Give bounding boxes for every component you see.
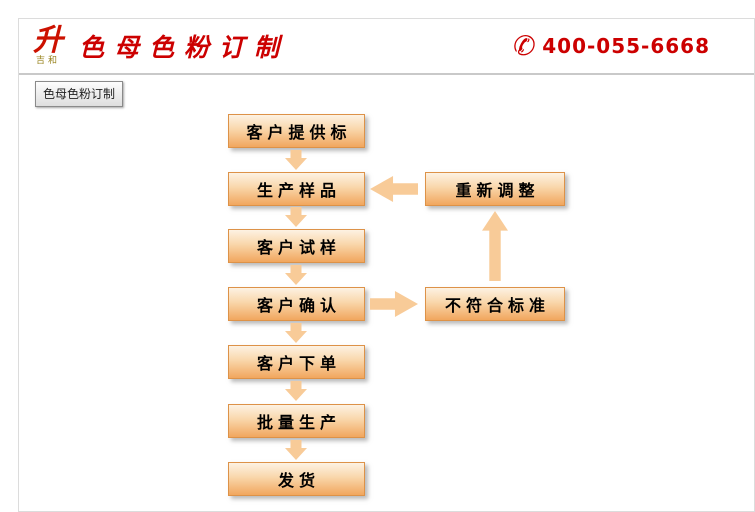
flow-step-customer-provides-standard: 客户提供标 xyxy=(228,114,365,148)
flow-step-customer-order: 客户下单 xyxy=(228,345,365,379)
flow-step-produce-sample: 生产样品 xyxy=(228,172,365,206)
company-logo[interactable]: 升 吉和 xyxy=(33,26,63,66)
flow-step-not-meet-standard: 不符合标准 xyxy=(425,287,565,321)
flow-step-customer-confirm: 客户确认 xyxy=(228,287,365,321)
phone-number: 400-055-6668 xyxy=(542,34,710,58)
contact-phone: ✆ 400-055-6668 xyxy=(510,30,710,62)
logo-subtext: 吉和 xyxy=(35,56,60,66)
flow-step-mass-production: 批量生产 xyxy=(228,404,365,438)
image-tooltip: 色母色粉订制 xyxy=(35,81,124,107)
flow-step-readjust: 重新调整 xyxy=(425,172,565,206)
page-frame xyxy=(18,18,755,512)
phone-icon: ✆ xyxy=(510,30,537,62)
site-header: 升 吉和 色母色粉订制 ✆ 400-055-6668 xyxy=(19,19,754,75)
page-title: 色母色粉订制 xyxy=(79,33,290,62)
logo-icon: 升 xyxy=(33,23,63,58)
flow-step-ship: 发货 xyxy=(228,462,365,496)
flow-step-customer-trial: 客户试样 xyxy=(228,229,365,263)
